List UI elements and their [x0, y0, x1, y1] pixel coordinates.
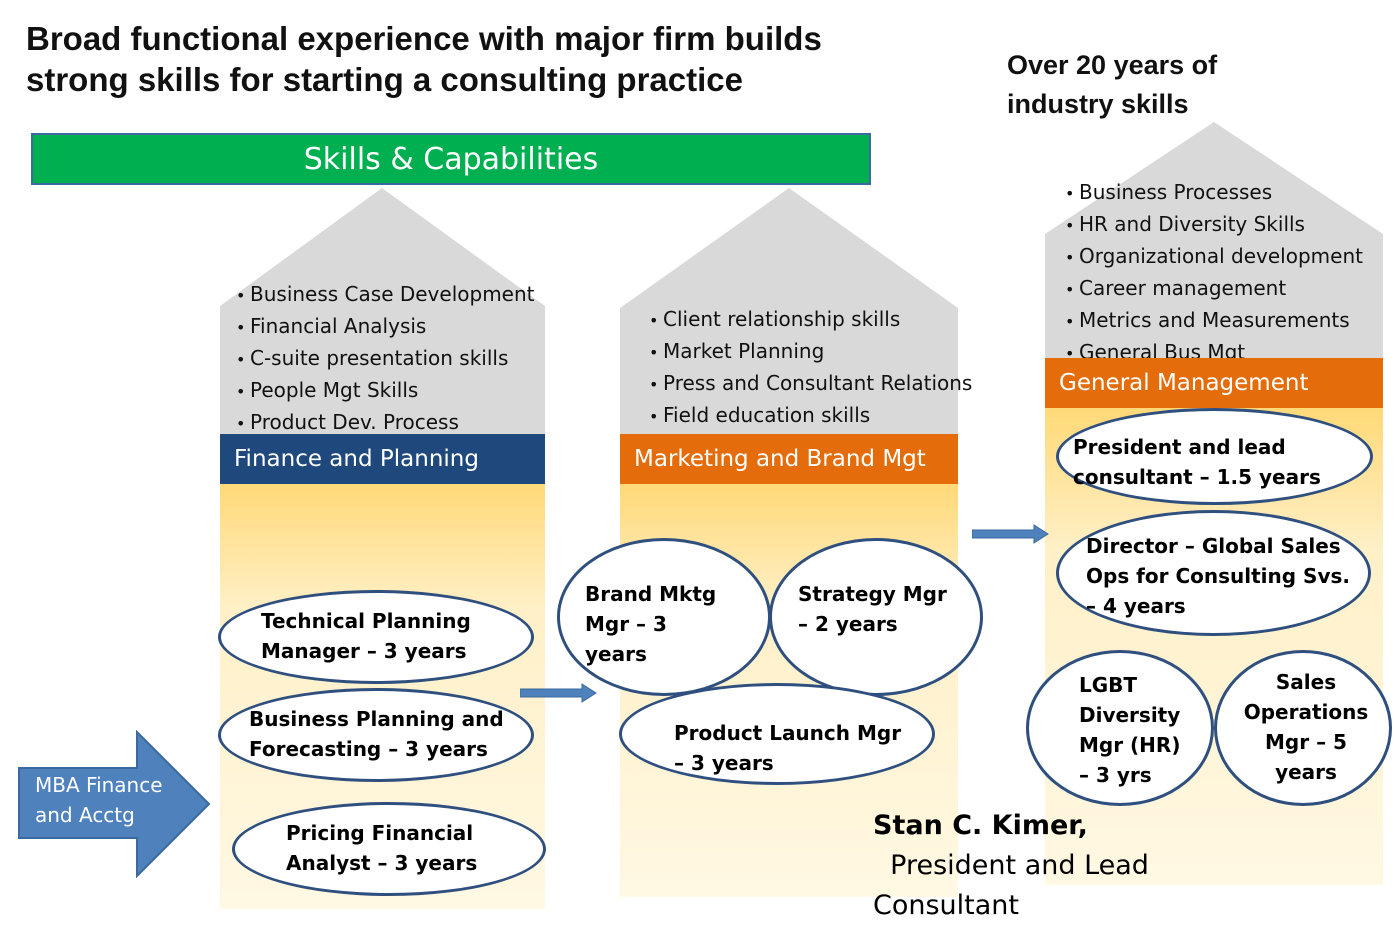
- skill-item: Press and Consultant Relations: [649, 368, 972, 400]
- skill-item: C-suite presentation skills: [236, 343, 535, 375]
- role-pricing-financial-analyst: Pricing Financial Analyst – 3 years: [232, 802, 546, 896]
- skill-item: Business Case Development: [236, 279, 535, 311]
- skill-item: Field education skills: [649, 400, 972, 432]
- progression-arrow-1: [520, 683, 597, 703]
- progression-arrow-2: [972, 524, 1049, 544]
- finance-column: Business Case Development Financial Anal…: [220, 188, 545, 909]
- marketing-header: Marketing and Brand Mgt: [620, 434, 958, 484]
- role-lgbt-diversity-mgr: LGBT Diversity Mgr (HR) – 3 yrs: [1026, 650, 1214, 806]
- mba-arrow: MBA Finance and Acctg: [17, 730, 212, 878]
- mba-arrow-shape: [18, 730, 211, 878]
- skills-banner: Skills & Capabilities: [31, 133, 871, 185]
- general-mgmt-header: General Management: [1045, 358, 1383, 408]
- role-label: Pricing Financial Analyst – 3 years: [286, 821, 478, 875]
- page-title: Broad functional experience with major f…: [26, 20, 822, 98]
- role-label: Technical Planning Manager – 3 years: [261, 609, 471, 663]
- role-label: President and lead consultant – 1.5 year…: [1073, 435, 1321, 489]
- role-president-lead-consultant: President and lead consultant – 1.5 year…: [1056, 408, 1373, 505]
- role-product-launch-mgr: Product Launch Mgr – 3 years: [619, 683, 935, 785]
- skill-item: Product Dev. Process: [236, 407, 535, 439]
- general-mgmt-skill-list: Business Processes HR and Diversity Skil…: [1065, 177, 1363, 369]
- role-technical-planning-manager: Technical Planning Manager – 3 years: [218, 590, 534, 684]
- role-strategy-mgr: Strategy Mgr – 2 years: [769, 538, 983, 696]
- mba-arrow-label: MBA Finance and Acctg: [35, 773, 163, 827]
- skill-item: Financial Analysis: [236, 311, 535, 343]
- author-role-line2: Consultant: [873, 890, 1019, 921]
- skill-item: Metrics and Measurements: [1065, 305, 1363, 337]
- author-role: President and Lead: [873, 850, 1149, 881]
- role-label: Brand Mktg Mgr – 3 years: [585, 582, 717, 666]
- experience-note: Over 20 years of industry skills: [1007, 50, 1218, 119]
- author-name: Stan C. Kimer,: [873, 810, 1088, 841]
- skill-item: Organizational development: [1065, 241, 1363, 273]
- skill-item: Career management: [1065, 273, 1363, 305]
- role-label: Product Launch Mgr – 3 years: [674, 721, 902, 775]
- role-label: Director – Global Sales Ops for Consulti…: [1086, 534, 1350, 618]
- role-label: Sales Operations Mgr – 5 years: [1243, 670, 1369, 784]
- role-sales-operations-mgr: Sales Operations Mgr – 5 years: [1214, 650, 1392, 806]
- role-label: LGBT Diversity Mgr (HR) – 3 yrs: [1079, 673, 1181, 787]
- role-label: Strategy Mgr – 2 years: [798, 582, 947, 636]
- skill-item: People Mgt Skills: [236, 375, 535, 407]
- role-director-global-sales-ops: Director – Global Sales Ops for Consulti…: [1056, 510, 1371, 636]
- author-signature: Stan C. Kimer, President and Lead Consul…: [873, 806, 1353, 926]
- skill-item: Business Processes: [1065, 177, 1363, 209]
- skill-item: Market Planning: [649, 336, 972, 368]
- marketing-skill-list: Client relationship skills Market Planni…: [649, 304, 972, 432]
- skill-item: HR and Diversity Skills: [1065, 209, 1363, 241]
- finance-skill-list: Business Case Development Financial Anal…: [236, 279, 535, 439]
- role-business-planning: Business Planning and Forecasting – 3 ye…: [218, 688, 534, 782]
- role-brand-mktg-mgr: Brand Mktg Mgr – 3 years: [557, 538, 771, 696]
- skill-item: Client relationship skills: [649, 304, 972, 336]
- role-label: Business Planning and Forecasting – 3 ye…: [249, 707, 504, 761]
- finance-header: Finance and Planning: [220, 434, 545, 484]
